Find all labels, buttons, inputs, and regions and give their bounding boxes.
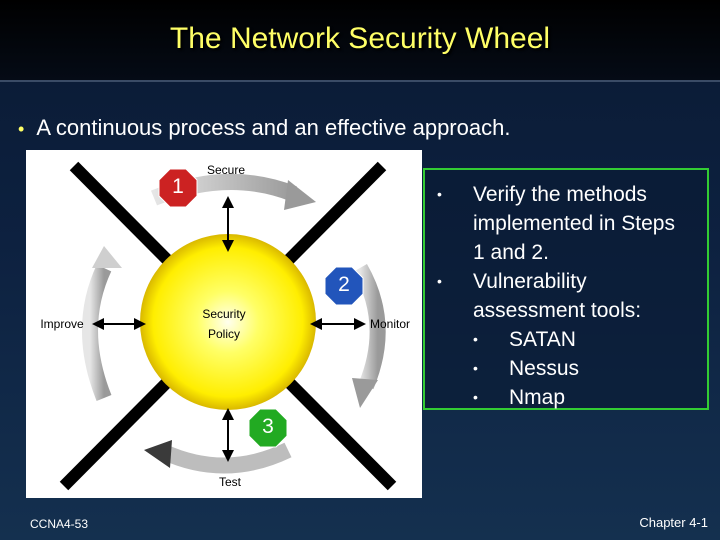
footer-course-code: CCNA4-53: [30, 517, 89, 531]
arc-left-head: [92, 246, 122, 268]
notes-list: •Verify the methods implemented in Steps…: [433, 180, 675, 412]
step-1-label: 1: [172, 175, 184, 198]
bullet-dot-icon: •: [473, 360, 478, 376]
security-wheel-diagram: Security Policy Secure Monitor Test Impr…: [26, 150, 422, 498]
label-monitor: Monitor: [370, 317, 410, 331]
step-2-label: 2: [338, 273, 350, 296]
label-test: Test: [219, 475, 242, 489]
center-label-1: Security: [202, 307, 245, 321]
note-subitem: •SATAN: [433, 325, 675, 354]
step-2-badge: 2: [324, 266, 364, 306]
note-item: 1 and 2.: [473, 241, 549, 264]
note-item: implemented in Steps: [473, 212, 675, 235]
bullet-dot-icon: •: [437, 273, 442, 289]
bullet-dot-icon: •: [473, 389, 478, 405]
arc-right-head: [352, 378, 378, 408]
intro-text: A continuous process and an effective ap…: [36, 115, 511, 140]
security-policy-circle: [140, 234, 316, 410]
step-3-badge: 3: [248, 408, 288, 448]
note-item: •Vulnerability: [433, 267, 675, 296]
step-3-label: 3: [262, 415, 274, 438]
notes-box: •Verify the methods implemented in Steps…: [423, 168, 709, 410]
footer-chapter: Chapter 4-1: [639, 515, 708, 530]
note-item: •Verify the methods: [433, 180, 675, 209]
center-label-2: Policy: [208, 327, 240, 341]
arc-bottom: [160, 442, 292, 474]
intro-bullet: • A continuous process and an effective a…: [18, 115, 510, 141]
note-item: assessment tools:: [473, 299, 642, 322]
label-secure: Secure: [207, 163, 245, 177]
bullet-dot-icon: •: [473, 331, 478, 347]
bullet-dot-icon: •: [437, 186, 442, 202]
label-improve: Improve: [40, 317, 84, 331]
arc-top-head: [284, 180, 316, 210]
arc-left: [82, 264, 112, 401]
bullet-dot-icon: •: [18, 119, 25, 139]
arc-right: [352, 264, 386, 390]
note-subitem: •Nmap: [433, 383, 675, 412]
arc-bottom-head: [144, 440, 172, 468]
wheel-svg: Security Policy Secure Monitor Test Impr…: [40, 161, 410, 491]
slide-title: The Network Security Wheel: [169, 22, 551, 55]
title-bar: The Network Security Wheel: [0, 0, 720, 82]
note-subitem: •Nessus: [433, 354, 675, 383]
step-1-badge: 1: [158, 168, 198, 208]
